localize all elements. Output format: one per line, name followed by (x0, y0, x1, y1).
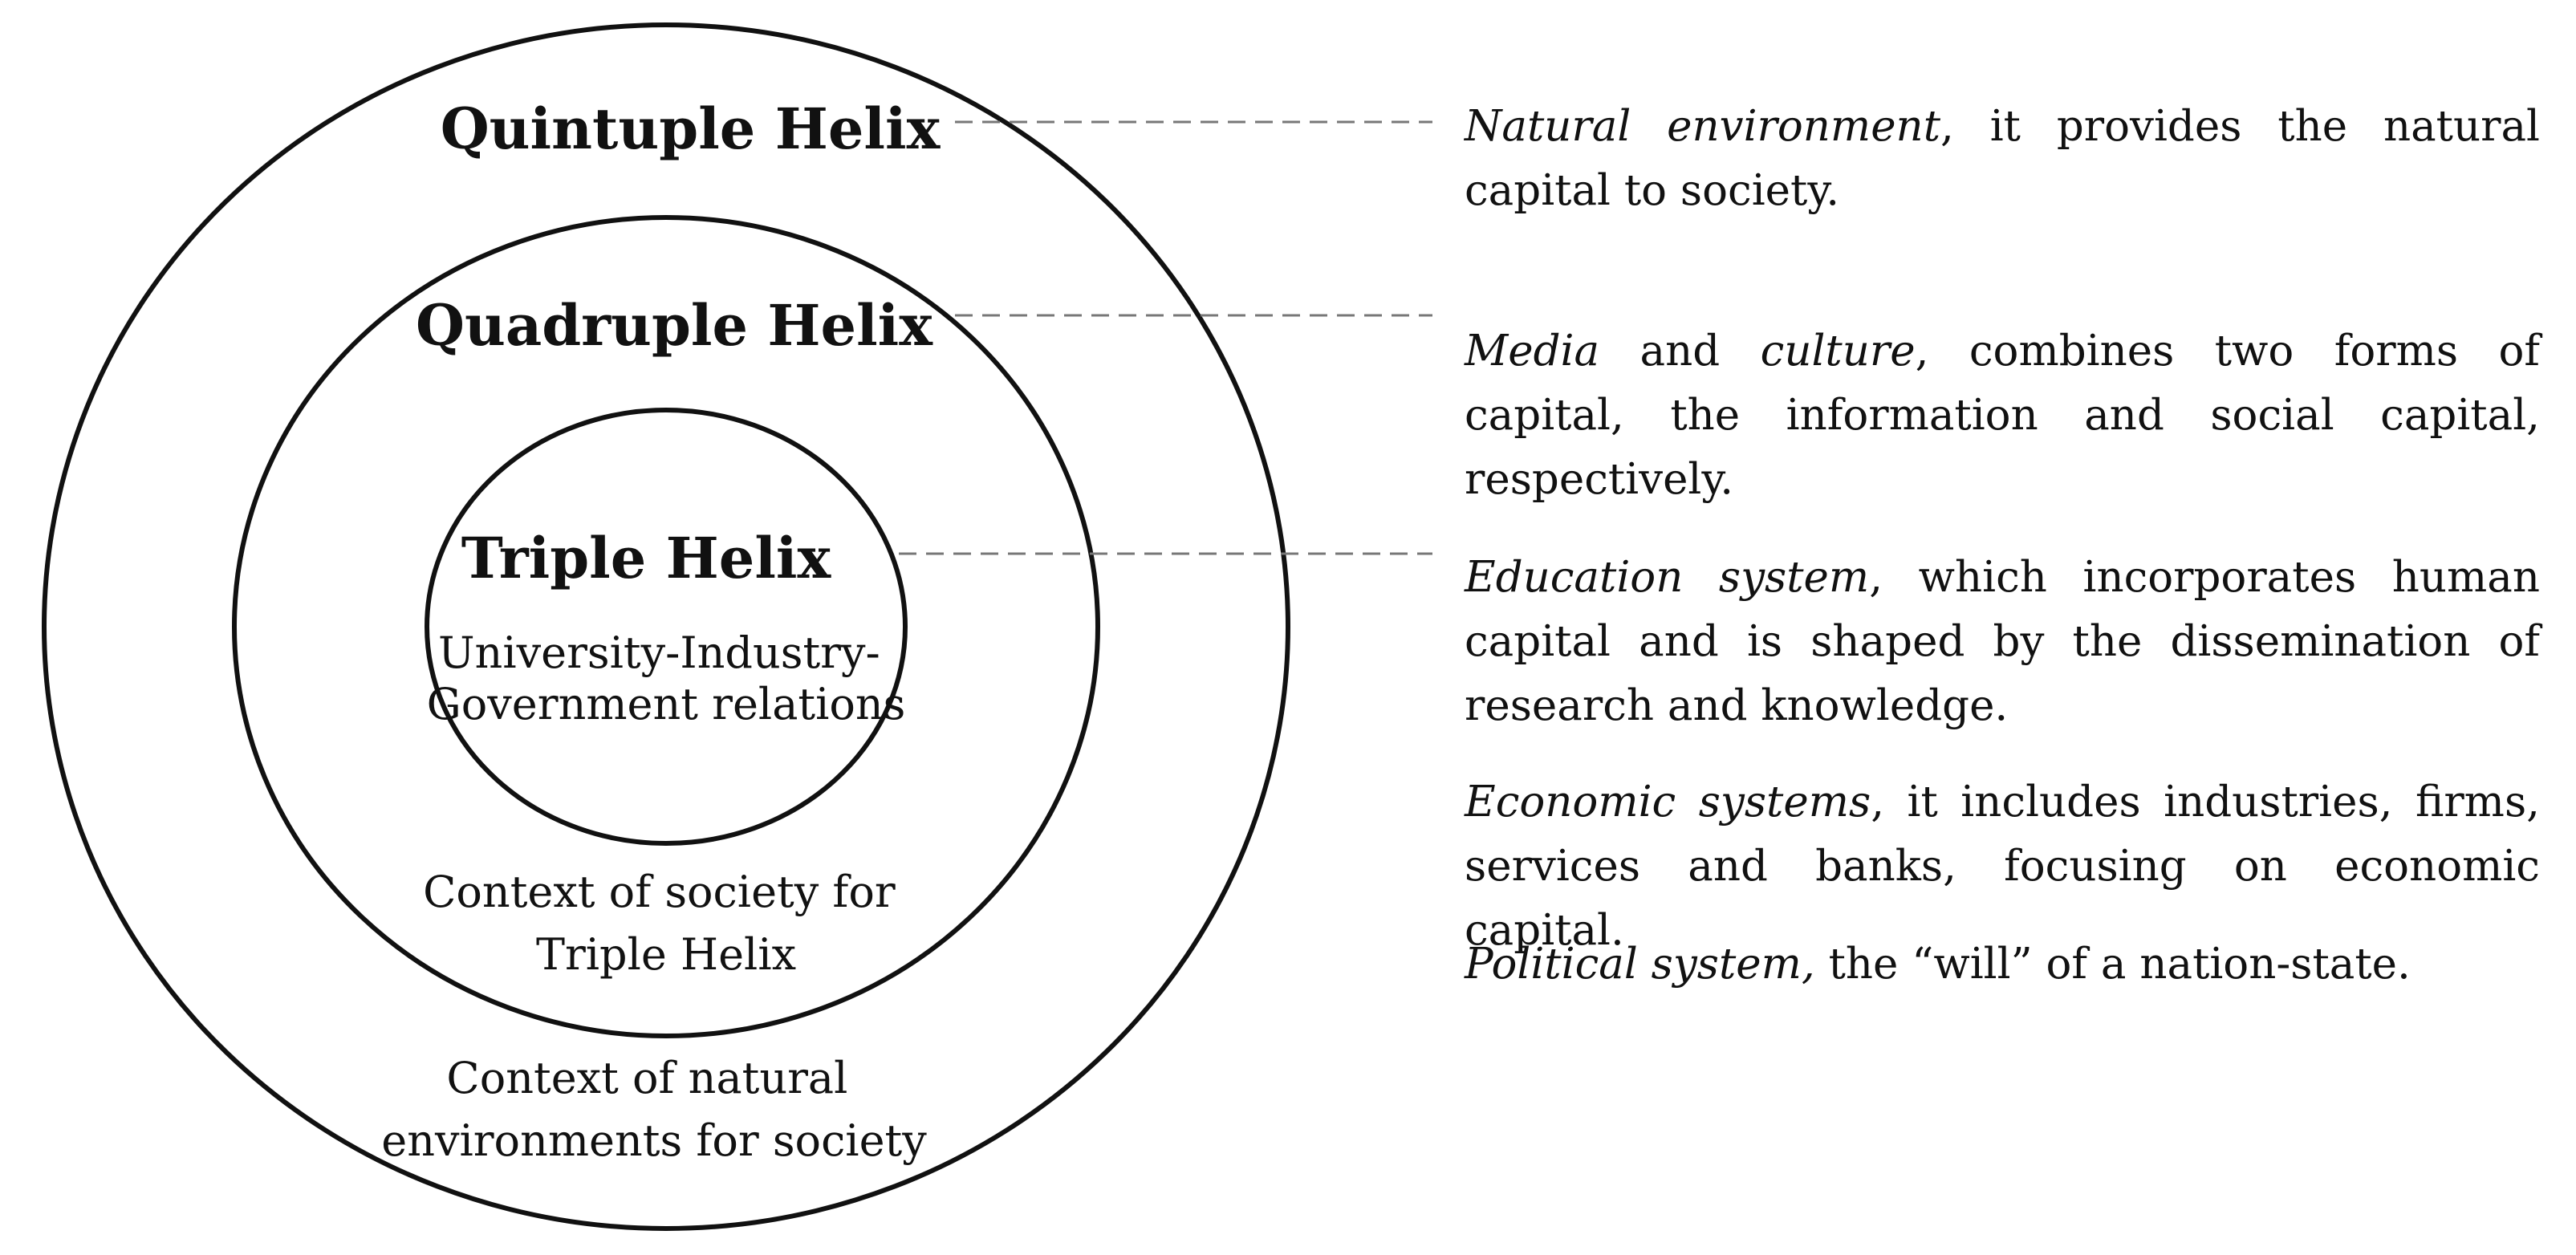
quadruple-helix-note: Context of society for Triple Helix (423, 867, 909, 980)
education-system-description: Education system, which incorporates hum… (1465, 546, 2540, 738)
triple-helix-note-line: University-Industry- (438, 628, 880, 678)
natural-environment-text: , it provides the natural capital to soc… (1465, 102, 2540, 215)
natural-environment-description: Natural environment, it provides the nat… (1465, 95, 2540, 223)
quintuple-helix-title: Quintuple Helix (441, 95, 941, 162)
quintuple-helix-note: Context of natural environments for soci… (381, 1053, 927, 1166)
media-term: Media (1465, 327, 1600, 376)
political-system-text: the “will” of a nation-state. (1814, 940, 2411, 989)
quadruple-helix-note-line: Triple Helix (536, 929, 796, 980)
natural-environment-term: Natural environment (1465, 102, 1940, 151)
quadruple-helix-circle (232, 215, 1100, 1038)
quintuple-helix-circle (42, 22, 1290, 1231)
quadruple-helix-note-line: Context of society for (423, 867, 896, 917)
economic-systems-description: Economic systems, it includes industries… (1465, 770, 2540, 963)
media-culture-text: , combines two forms of capital, the inf… (1465, 327, 2541, 504)
triple-helix-note: University-Industry- Government relation… (427, 628, 906, 729)
quintuple-helix-note-line: Context of natural (446, 1053, 847, 1103)
culture-term: culture (1760, 327, 1916, 376)
economic-systems-term: Economic systems (1465, 778, 1871, 827)
political-system-term: Political system, (1465, 940, 1815, 989)
political-system-description: Political system, the “will” of a nation… (1465, 932, 2540, 997)
education-system-text: , which incorporates human capital and i… (1465, 553, 2540, 730)
triple-helix-title: Triple Helix (461, 525, 832, 591)
triple-helix-note-line: Government relations (427, 679, 906, 729)
media-culture-connector: and (1599, 327, 1761, 376)
economic-systems-text: , it includes industries, firms, service… (1465, 778, 2540, 955)
media-culture-description: Media and culture, combines two forms of… (1465, 319, 2540, 512)
triple-helix-circle (425, 408, 908, 846)
quintuple-helix-note-line: environments for society (381, 1115, 927, 1166)
education-system-term: Education system (1465, 553, 1870, 602)
quadruple-helix-title: Quadruple Helix (416, 292, 933, 359)
